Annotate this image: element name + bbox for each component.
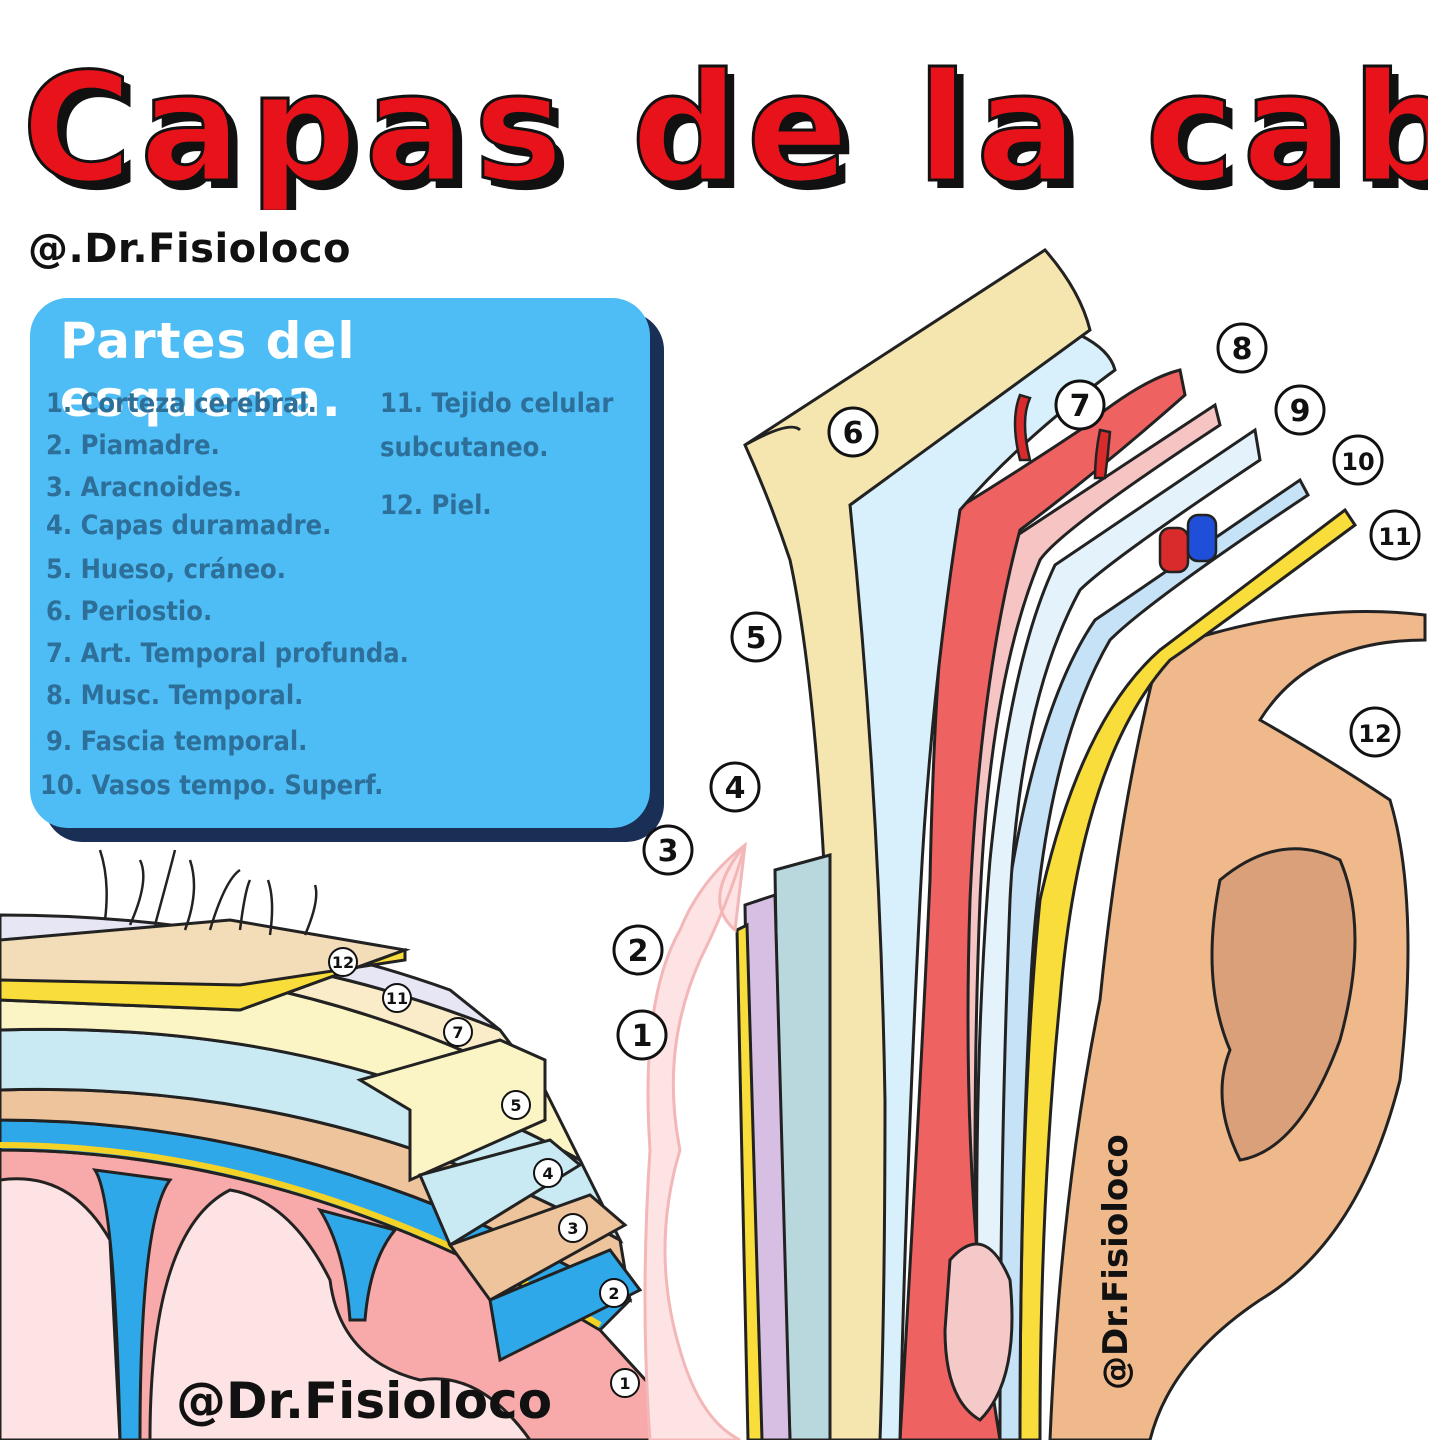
top-callout-4 (533, 1158, 563, 1188)
callout-label-6: 6 (843, 416, 864, 451)
callout-7 (1054, 379, 1106, 431)
legend-item-8: 8. Musc. Temporal. (46, 680, 304, 711)
bone-edge (744, 425, 802, 447)
legend-item-10: 10. Vasos tempo. Superf. (40, 770, 384, 801)
curved-section (0, 913, 703, 1440)
callout-11 (1369, 509, 1421, 561)
side-callouts (612, 322, 1421, 1061)
layer-fat-side (1018, 507, 1358, 1440)
callout-5 (730, 611, 782, 663)
sulcus-2 (316, 1207, 398, 1322)
callout-4 (709, 761, 761, 813)
author-handle-bottom: @Dr.Fisioloco (176, 1372, 553, 1430)
vein-10 (1186, 513, 1218, 563)
callout-label-12: 12 (1358, 720, 1391, 748)
top-callout-2 (599, 1278, 629, 1308)
callout-label-4: 4 (725, 771, 746, 806)
step-2 (488, 1248, 643, 1363)
callout-label-11: 11 (1378, 523, 1411, 551)
callout-9 (1274, 384, 1326, 436)
top-callout-7 (443, 1017, 473, 1047)
muscle-belly (943, 1242, 1014, 1422)
legend-box: Partes del esquema. 1. Corteza cerebral.… (30, 298, 650, 828)
legend-item-12: 12. Piel. (380, 490, 492, 521)
callout-label-3: 3 (658, 834, 679, 869)
callout-label-9: 9 (1290, 394, 1311, 429)
top-callout-labels: 12 11 7 5 4 3 2 1 (332, 953, 631, 1393)
top-callout-label-7: 7 (452, 1023, 463, 1042)
top-callout-label-4: 4 (542, 1164, 553, 1183)
author-handle-top: @.Dr.Fisioloco (28, 226, 352, 272)
callout-1 (616, 1009, 668, 1061)
vessels (1013, 393, 1218, 574)
legend-item-2: 2. Piamadre. (46, 430, 220, 461)
step-5 (356, 1038, 547, 1183)
legend-item-3: 3. Aracnoides. (46, 472, 243, 503)
top-callout-12 (328, 947, 358, 977)
page-title: Capas de la cabeza Capas de la cabeza (21, 41, 1429, 211)
callout-label-1: 1 (632, 1019, 653, 1054)
title-shadow: Capas de la cabeza (30, 50, 1428, 210)
legend-heading: Partes del esquema. (60, 312, 356, 428)
artery-10 (1158, 526, 1190, 574)
top-callout-1 (610, 1368, 640, 1398)
top-callout-label-3: 3 (567, 1219, 578, 1238)
top-callout-label-11: 11 (386, 989, 408, 1008)
vertical-section (643, 248, 1427, 1440)
legend-item-7: 7. Art. Temporal profunda. (46, 638, 409, 669)
callout-label-10: 10 (1341, 448, 1374, 476)
artery-7b (1093, 428, 1112, 480)
top-callout-label-1: 1 (619, 1374, 630, 1393)
legend-item-4: 4. Capas duramadre. (46, 510, 332, 541)
callout-6 (827, 406, 879, 458)
legend-item-1: 1. Corteza cerebral. (46, 388, 317, 419)
cortex-light-2 (148, 1188, 532, 1440)
hair-strands (98, 849, 318, 936)
legend-item-6: 6. Periostio. (46, 596, 213, 627)
callout-3 (642, 824, 694, 876)
sulcus-1 (91, 1168, 173, 1440)
callout-10 (1332, 434, 1384, 486)
title-text: Capas de la cabeza (22, 42, 1428, 210)
layer-skin-fat (0, 947, 407, 1012)
callout-12 (1349, 706, 1401, 758)
top-callout-3 (558, 1213, 588, 1243)
legend-item-11: 11. Tejido celular (380, 388, 614, 419)
callout-2 (612, 924, 664, 976)
callout-label-2: 2 (628, 934, 649, 969)
legend-item-11-cont: subcutaneo. (380, 432, 549, 463)
top-callouts (328, 947, 640, 1398)
callout-label-5: 5 (746, 621, 767, 656)
side-callout-labels: 1 2 3 4 5 6 7 8 9 10 11 12 (628, 332, 1412, 1054)
top-callout-label-5: 5 (510, 1096, 521, 1115)
legend-item-5: 5. Hueso, cráneo. (46, 554, 286, 585)
top-callout-label-12: 12 (332, 953, 354, 972)
layer-muscle (898, 368, 1187, 1440)
artery-7 (1013, 393, 1032, 462)
ear-inner (1210, 847, 1357, 1162)
layer-cortex-side (643, 841, 747, 1440)
top-callout-label-2: 2 (608, 1284, 619, 1303)
author-handle-vertical: @Dr.Fisioloco (1096, 1134, 1136, 1390)
callout-label-8: 8 (1232, 332, 1253, 367)
callout-label-7: 7 (1070, 389, 1091, 424)
top-callout-11 (382, 983, 412, 1013)
top-callout-5 (501, 1090, 531, 1120)
layer-pia-side (735, 922, 764, 1440)
callout-8 (1216, 322, 1268, 374)
legend-item-9: 9. Fascia temporal. (46, 726, 308, 757)
